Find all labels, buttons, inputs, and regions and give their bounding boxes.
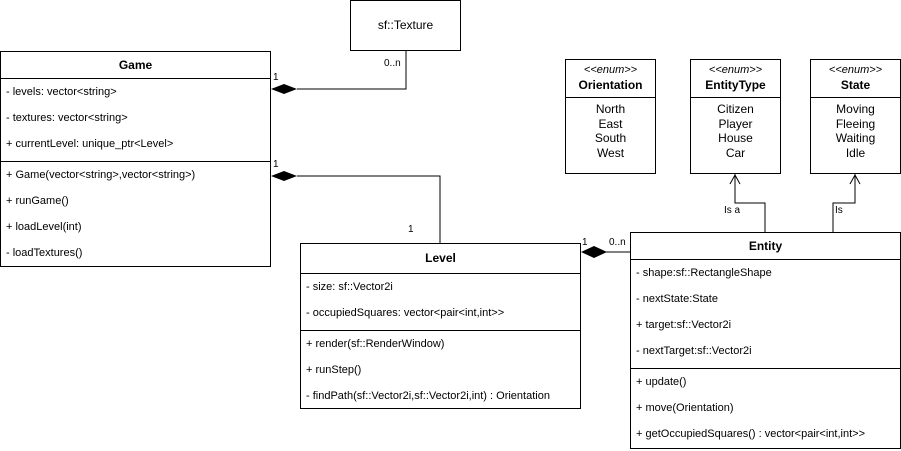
entitytype-enum-literals: Citizen Player House Car (691, 97, 780, 160)
orientation-enum-box: <<enum>> Orientation North East South We… (565, 59, 656, 174)
game-texture-texture-multiplicity: 0..n (384, 58, 401, 69)
level-operation: - findPath(sf::Vector2i,sf::Vector2i,int… (306, 390, 550, 402)
entitytype-enum-box: <<enum>> EntityType Citizen Player House… (690, 59, 781, 174)
entity-class-name: Entity (748, 239, 783, 253)
level-class-name: Level (425, 251, 456, 265)
entity-attribute: - nextState:State (636, 293, 718, 305)
orientation-enum-stereotype: <<enum>> (583, 64, 638, 76)
entity-state-line (832, 174, 856, 232)
level-entity-level-multiplicity: 1 (582, 237, 588, 248)
entity-entitytype-label: Is a (724, 205, 741, 216)
state-enum-box: <<enum>> State Moving Fleeing Waiting Id… (810, 59, 901, 174)
enum-literal: Idle (845, 145, 866, 160)
entitytype-enum-stereotype: <<enum>> (708, 64, 763, 76)
game-attribute: + currentLevel: unique_ptr<Level> (6, 138, 174, 150)
level-operation: + runStep() (306, 364, 362, 376)
enum-literal: Player (718, 116, 753, 131)
level-entity-entity-multiplicity: 0..n (609, 237, 626, 248)
level-attributes: - size: sf::Vector2i - occupiedSquares: … (301, 273, 580, 326)
level-operation: + render(sf::RenderWindow) (306, 338, 445, 350)
level-entity-diamond (581, 246, 607, 258)
game-operation: + Game(vector<string>,vector<string>) (6, 169, 196, 181)
orientation-enum-literals: North East South West (566, 97, 655, 160)
enum-literal: West (596, 145, 625, 160)
entity-state-arrowhead (849, 173, 861, 185)
game-texture-game-multiplicity: 1 (273, 72, 279, 83)
enum-literal: House (718, 131, 753, 145)
enum-literal: Waiting (835, 131, 876, 145)
game-attributes: - levels: vector<string> - textures: vec… (1, 78, 270, 157)
game-level-game-multiplicity: 1 (273, 159, 279, 170)
texture-class-box: sf::Texture (350, 0, 461, 51)
entity-attributes: - shape:sf::RectangleShape - nextState:S… (631, 259, 900, 364)
entity-attribute: + target:sf::Vector2i (636, 319, 732, 331)
game-class-name: Game (118, 58, 153, 72)
level-class-box: Level - size: sf::Vector2i - occupiedSqu… (300, 243, 581, 409)
level-attribute: - occupiedSquares: vector<pair<int,int>> (306, 307, 505, 319)
state-enum-literals: Moving Fleeing Waiting Idle (811, 97, 900, 160)
game-operation: + runGame() (6, 195, 69, 207)
enum-literal: Car (725, 145, 746, 160)
game-texture-diamond (271, 84, 297, 94)
enum-literal: South (594, 131, 627, 145)
entity-attribute: - shape:sf::RectangleShape (636, 267, 772, 279)
game-level-level-multiplicity: 1 (408, 224, 414, 235)
texture-class-name: sf::Texture (377, 18, 434, 32)
entity-state-label: Is (835, 205, 843, 216)
entity-operation: + update() (636, 376, 687, 388)
entity-attribute: - nextTarget:sf::Vector2i (636, 345, 752, 357)
enum-literal: East (598, 116, 623, 131)
game-operation: + loadLevel(int) (6, 221, 82, 233)
entity-class-box: Entity - shape:sf::RectangleShape - next… (630, 232, 901, 449)
entity-entitytype-arrowhead (729, 173, 741, 185)
entitytype-enum-name: EntityType (705, 78, 766, 92)
enum-literal: Citizen (717, 102, 754, 116)
game-operation: - loadTextures() (6, 247, 83, 259)
enum-literal: Moving (836, 102, 875, 116)
state-enum-name: State (840, 78, 871, 92)
game-level-composition-line (297, 175, 441, 243)
enum-literal: North (595, 102, 626, 116)
game-level-diamond (271, 171, 297, 181)
game-operations: + Game(vector<string>,vector<string>) + … (1, 161, 270, 266)
orientation-enum-name: Orientation (578, 78, 643, 92)
game-texture-composition-line (297, 50, 407, 90)
enum-literal: Fleeing (835, 116, 876, 131)
entity-operations: + update() + move(Orientation) + getOccu… (631, 368, 900, 447)
state-enum-stereotype: <<enum>> (828, 64, 883, 76)
entity-operation: + move(Orientation) (636, 402, 734, 414)
level-operations: + render(sf::RenderWindow) + runStep() -… (301, 330, 580, 409)
game-class-box: Game - levels: vector<string> - textures… (0, 51, 271, 267)
game-attribute: - textures: vector<string> (6, 112, 128, 124)
level-attribute: - size: sf::Vector2i (306, 281, 393, 293)
game-attribute: - levels: vector<string> (6, 86, 117, 98)
entity-operation: + getOccupiedSquares() : vector<pair<int… (636, 428, 865, 440)
entity-entitytype-line (734, 174, 766, 232)
